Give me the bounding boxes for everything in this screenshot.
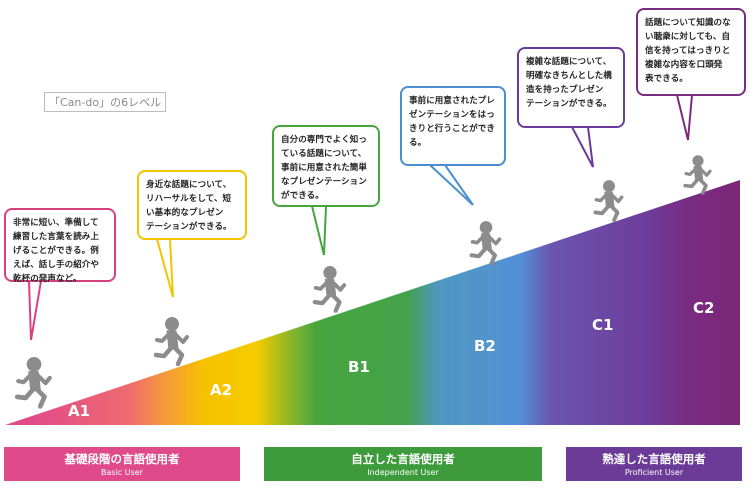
- diagram-title: 「Can-do」の6レベル: [44, 92, 167, 112]
- runner-c1-icon: [593, 178, 624, 223]
- tail-b2: [429, 164, 474, 206]
- description-c2: 話題について知識のな い聴衆に対しても、自 信を持ってはっきりと 複雑な内容を口…: [636, 8, 746, 96]
- band-proficient-user-ja: 熟達した言語使用者: [602, 452, 706, 466]
- description-a1: 非常に短い、準備して 練習した言葉を読み上 げることができる。例 えば、話し手の…: [4, 208, 116, 284]
- level-ramp: [5, 180, 740, 425]
- tail-a1: [28, 280, 42, 341]
- tail-b1: [311, 205, 327, 256]
- band-independent-user: 自立した言語使用者 Independent User: [264, 447, 542, 481]
- level-c1-label: C1: [592, 316, 614, 334]
- description-c1: 複雑な話題について、 明確なきちんとした構 造を持ったプレゼン テーションができ…: [517, 47, 625, 128]
- tail-c2: [676, 94, 693, 141]
- runner-c2-icon: [683, 153, 712, 195]
- level-b2-label: B2: [474, 337, 496, 355]
- description-a2: 身近な話題について、 リハーサルをして、短 い基本的なプレゼン テーションができ…: [137, 170, 247, 240]
- band-independent-user-ja: 自立した言語使用者: [351, 452, 455, 466]
- runner-b1-icon: [315, 267, 344, 311]
- runner-a2-icon: [156, 318, 187, 365]
- description-b1: 自分の専門でよく知っ ている話題について、 事前に用意された簡単 なプレゼンテー…: [272, 125, 380, 207]
- band-proficient-user: 熟達した言語使用者 Proficient User: [566, 447, 742, 481]
- level-a2-label: A2: [210, 381, 233, 399]
- level-b1-label: B1: [348, 358, 370, 376]
- band-independent-user-en: Independent User: [367, 468, 439, 477]
- band-basic-user-ja: 基礎段階の言語使用者: [64, 452, 180, 466]
- level-a1-label: A1: [68, 402, 91, 420]
- runner-a1-icon: [17, 357, 50, 406]
- band-basic-user-en: Basic User: [101, 468, 143, 477]
- tail-c1: [571, 126, 594, 168]
- description-b2: 事前に用意されたプレ ゼンテーションをはっ きりと行うことができ る。: [400, 86, 506, 166]
- band-basic-user: 基礎段階の言語使用者 Basic User: [4, 447, 240, 481]
- band-proficient-user-en: Proficient User: [624, 468, 684, 477]
- runner-b2-icon: [472, 222, 500, 264]
- level-c2-label: C2: [693, 299, 715, 317]
- tail-a2: [156, 238, 174, 298]
